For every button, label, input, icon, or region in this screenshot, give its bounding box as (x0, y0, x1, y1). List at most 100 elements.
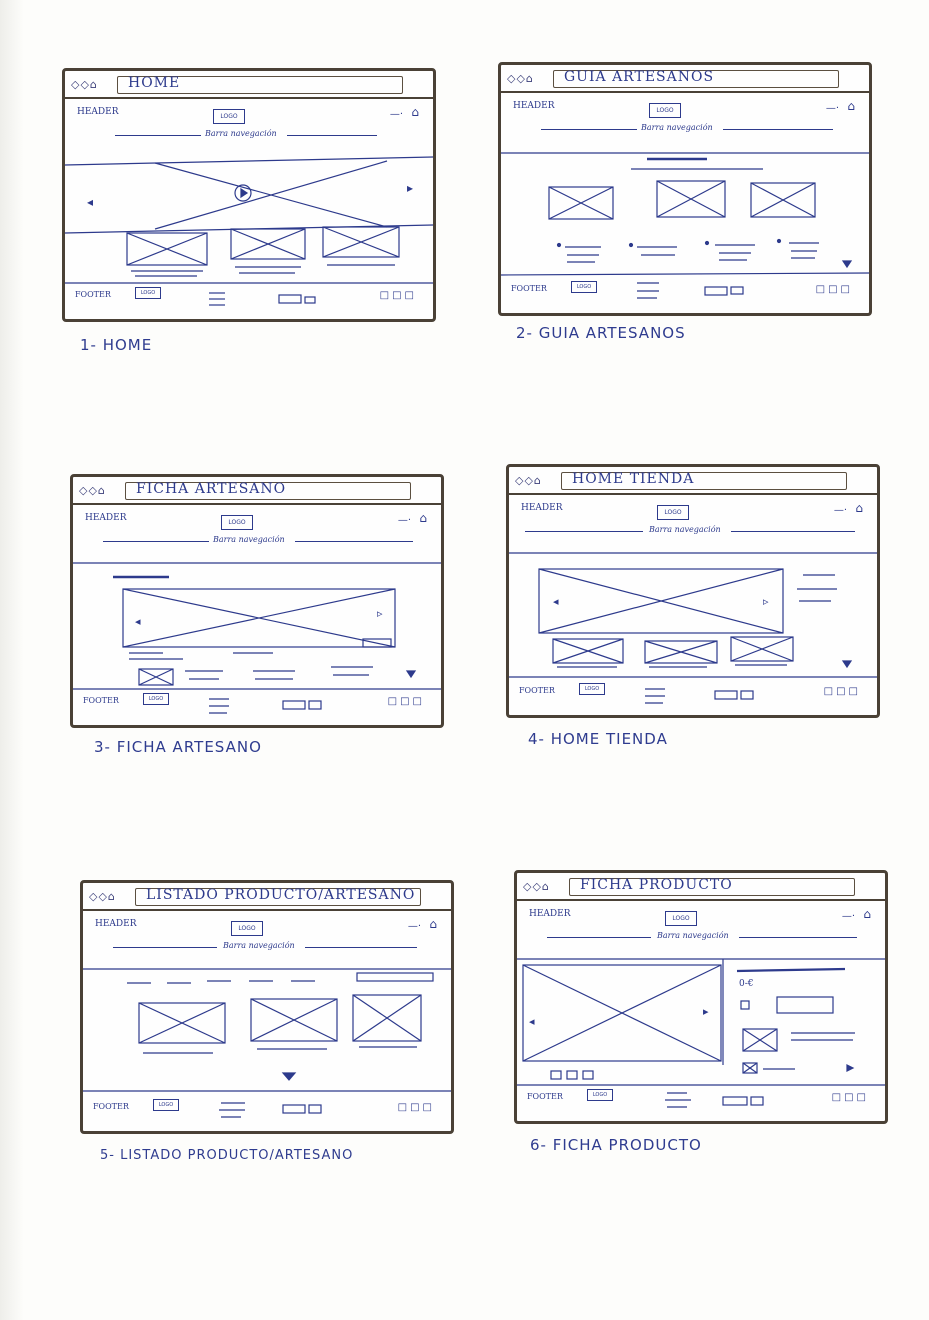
nav-bar-label: Barra navegación (213, 535, 285, 544)
footer-menu-lines (209, 698, 229, 714)
browser-titlebar: ◇◇⌂ LISTADO PRODUCTO/ARTESANO (83, 883, 451, 911)
url-text: LISTADO PRODUCTO/ARTESANO (146, 887, 416, 903)
nav-line-left (113, 947, 217, 948)
social-icons: □□□ (387, 696, 425, 707)
url-text: HOME TIENDA (572, 471, 695, 487)
url-text: GUIA ARTESANOS (564, 69, 715, 85)
footer-menu-lines (637, 282, 659, 299)
browser-titlebar: ◇◇⌂ HOME TIENDA (509, 467, 877, 495)
social-icons: □□□ (823, 686, 861, 697)
artesano-list-1 (556, 242, 601, 263)
logo: LOGO (665, 911, 697, 926)
thumbnails-row (550, 1070, 594, 1080)
footer-logo: LOGO (135, 287, 161, 299)
product-image (522, 964, 722, 1062)
home-card-2 (230, 228, 306, 274)
browser-titlebar: ◇◇⌂ FICHA PRODUCTO (517, 873, 885, 901)
hero-play-triangle (240, 187, 249, 199)
artesano-card-3 (750, 182, 816, 218)
url-bar: FICHA ARTESANO (125, 481, 411, 500)
header-label: HEADER (95, 919, 137, 929)
image-prev-icon: ◂ (529, 1015, 535, 1028)
logo: LOGO (213, 109, 245, 124)
product-card-1 (138, 1002, 226, 1054)
hero-top-line (64, 156, 434, 166)
url-bar: GUIA ARTESANOS (553, 69, 839, 88)
header-label: HEADER (513, 101, 555, 111)
ficha-artesano-sketch: ◂ ▹ (73, 562, 441, 714)
caption-5: 5- LISTADO PRODUCTO/ARTESANO (100, 1148, 354, 1163)
url-bar: LISTADO PRODUCTO/ARTESANO (135, 887, 421, 906)
social-icons: □□□ (397, 1102, 435, 1113)
home-sketch: ◂ ▸ (64, 156, 434, 306)
hero-prev-icon: ◂ (553, 595, 559, 608)
cart-icon: ⌂ (419, 511, 427, 525)
artesano-card-1 (548, 186, 614, 220)
listado-sketch (83, 968, 451, 1118)
browser-titlebar: ◇◇⌂ GUIA ARTESANOS (501, 65, 869, 93)
header-label: HEADER (77, 107, 119, 117)
url-bar: HOME (117, 75, 403, 94)
nav-bar-label: Barra navegación (641, 123, 713, 132)
nav-line-left (525, 531, 643, 532)
footer-links (704, 286, 744, 296)
browser-titlebar: ◇◇⌂ HOME (65, 71, 433, 99)
nav-bar-label: Barra navegación (657, 931, 729, 940)
nav-line-left (115, 135, 201, 136)
footer-label: FOOTER (93, 1102, 129, 1111)
social-icons: □□□ (815, 284, 853, 295)
browser-nav-icons: ◇◇⌂ (71, 78, 98, 91)
product-card-3 (352, 994, 422, 1048)
wireframe-guia-artesanos: ◇◇⌂ GUIA ARTESANOS HEADER LOGO —· ⌂ Barr… (498, 62, 872, 316)
header-label: HEADER (85, 513, 127, 523)
caption-2: 2- GUIA ARTESANOS (516, 324, 686, 342)
search-field (356, 972, 434, 982)
nav-bar-label: Barra navegación (223, 941, 295, 950)
footer-label: FOOTER (527, 1092, 563, 1101)
footer-logo: LOGO (587, 1089, 613, 1101)
cart-icon: ⌂ (411, 105, 419, 119)
user-dash-icon: —· (397, 515, 411, 526)
url-text: HOME (128, 75, 181, 91)
footer-links (278, 294, 316, 304)
artesano-list-3 (704, 240, 755, 261)
footer-links (282, 1104, 322, 1114)
artesano-card-2 (656, 180, 726, 218)
product-thumb (138, 668, 174, 686)
add-to-cart-button (776, 996, 834, 1014)
footer-menu-lines (645, 688, 665, 704)
image-next-icon: ▸ (703, 1005, 709, 1018)
slider-next-icon: ▸ (407, 181, 413, 195)
logo: LOGO (649, 103, 681, 118)
nav-line-right (731, 531, 855, 532)
url-bar: HOME TIENDA (561, 471, 847, 490)
hero-play-icon (234, 184, 252, 202)
caption-1: 1- HOME (80, 336, 153, 354)
url-bar: FICHA PRODUCTO (569, 877, 855, 896)
cart-icon: ⌂ (429, 917, 437, 931)
caption-4: 4- HOME TIENDA (528, 730, 668, 748)
nav-line-left (541, 129, 637, 130)
seller-thumb (742, 1028, 778, 1052)
footer-links (722, 1096, 764, 1106)
footer-menu-lines (219, 1102, 245, 1118)
user-dash-icon: —· (841, 911, 855, 922)
quantity-box (740, 1000, 750, 1010)
browser-nav-icons: ◇◇⌂ (515, 474, 542, 487)
scroll-down-icon (841, 660, 853, 669)
nav-bar-label: Barra navegación (649, 525, 721, 534)
load-more-icon (281, 1072, 297, 1081)
social-icons: □□□ (379, 290, 417, 301)
shop-side-lines (797, 574, 837, 602)
slider-prev-icon: ◂ (87, 195, 93, 209)
product-price: 0-€ (739, 979, 754, 989)
filter-dashes (127, 980, 315, 984)
product-card-2 (250, 998, 338, 1050)
nav-line-right (305, 947, 417, 948)
browser-nav-icons: ◇◇⌂ (523, 880, 550, 893)
cart-icon: ⌂ (855, 501, 863, 515)
footer-label: FOOTER (83, 696, 119, 705)
caption-3: 3- FICHA ARTESANO (94, 738, 262, 756)
shop-card-2 (644, 640, 718, 668)
